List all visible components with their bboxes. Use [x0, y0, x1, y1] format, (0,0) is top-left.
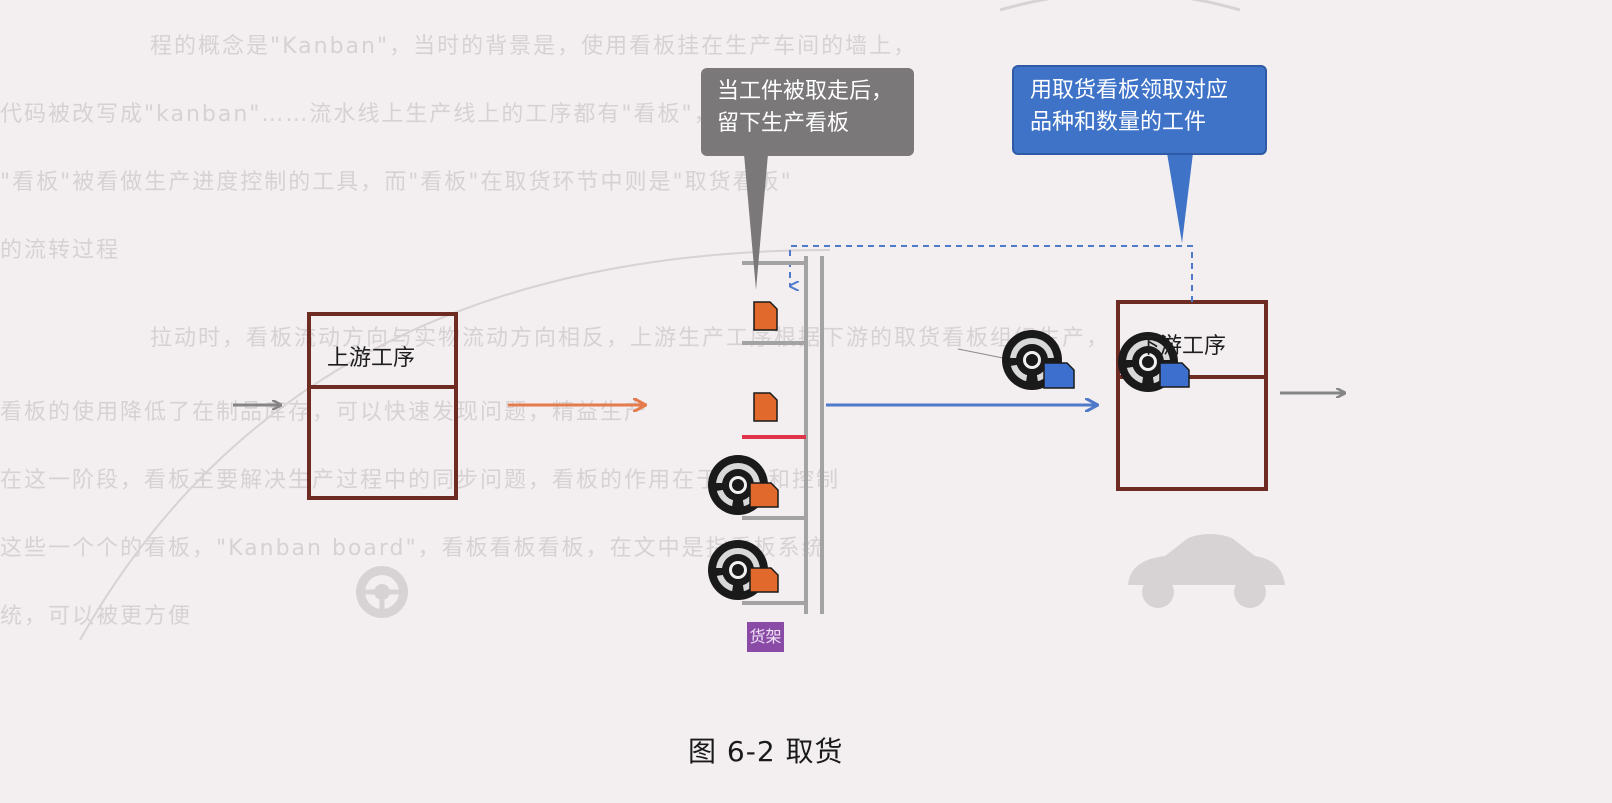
shelf-rack [742, 256, 824, 614]
bleed-text-line: "看板"被看做生产进度控制的工具，而"看板"在取货环节中则是"取货看板" [0, 170, 793, 195]
callout-blue-pointer [1167, 153, 1193, 243]
callout-gray-pointer [744, 154, 768, 290]
withdrawal-path [789, 245, 1193, 302]
figure-caption: 图 6-2 取货 [688, 735, 844, 768]
production-kanban-card-icon [749, 482, 779, 508]
faint-car-icon [1128, 534, 1285, 608]
upstream-process-box [307, 312, 458, 500]
bleed-text-line: 这些一个个的看板，"Kanban board"，看板看板看板，在文中是指看板系统 [0, 536, 826, 561]
bleed-text-line: 在这一阶段，看板主要解决生产过程中的同步问题，看板的作用在于平衡和控制 [0, 468, 841, 493]
faint-arc [79, 249, 831, 641]
faint-steering-wheel-icon [356, 566, 408, 618]
production-kanban-card-icon [753, 301, 778, 331]
pointer-line [957, 348, 1004, 359]
bleed-text-line: 程的概念是"Kanban"，当时的背景是，使用看板挂在生产车间的墙上， [150, 34, 918, 59]
bleed-text-line: 的流转过程 [0, 238, 121, 263]
downstream-process-label: 下游工序 [1138, 334, 1227, 359]
production-kanban-card-icon [749, 567, 779, 593]
withdrawal-kanban-callout: 用取货看板领取对应 品种和数量的工件 [1012, 65, 1267, 155]
bleed-text-line: 统，可以被更方便 [0, 604, 193, 629]
faint-arc [999, 0, 1241, 12]
production-kanban-card-icon [753, 392, 778, 422]
shelf-tag: 货架 [747, 622, 784, 652]
withdrawal-kanban-card-icon [1043, 362, 1075, 389]
production-kanban-callout: 当工件被取走后， 留下生产看板 [701, 68, 914, 156]
withdrawal-kanban-card-icon [1159, 362, 1190, 388]
upstream-process-label: 上游工序 [327, 346, 416, 371]
